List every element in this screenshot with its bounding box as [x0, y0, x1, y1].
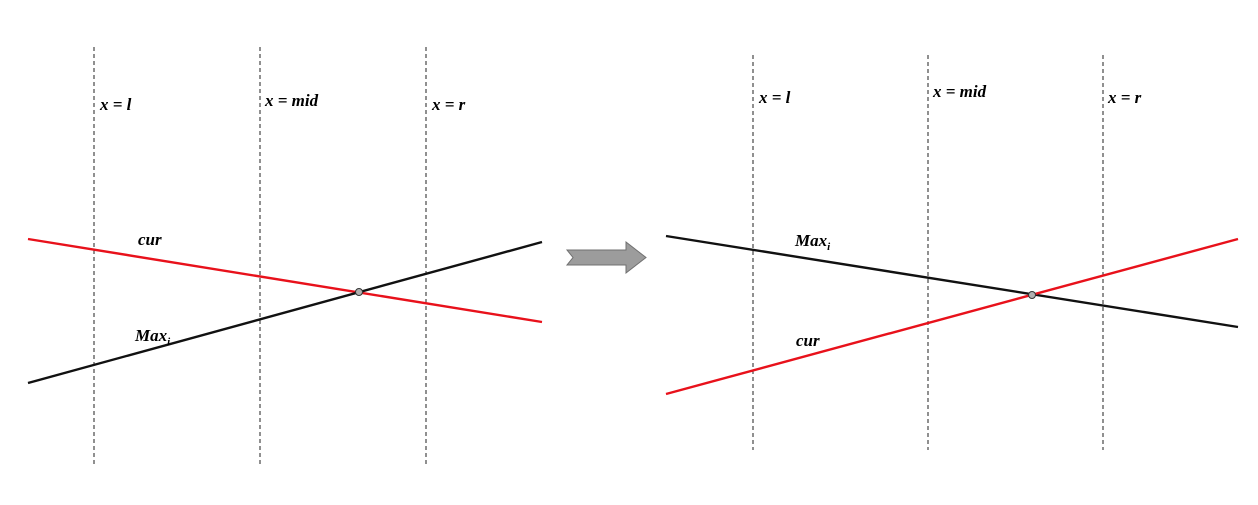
right-black-line-label: Maxi	[794, 231, 831, 253]
right-label-l: x = l	[758, 88, 791, 107]
right-red-line-label: cur	[796, 331, 820, 350]
right-arrow-icon	[565, 240, 647, 275]
right-red-line	[665, 237, 1239, 396]
right-label-r: x = r	[1107, 88, 1142, 107]
left-black-line-label-sub: i	[167, 336, 171, 348]
left-black-line	[27, 240, 543, 385]
left-red-line	[27, 237, 543, 324]
left-black-line-label: Maxi	[134, 326, 171, 348]
left-red-line-label: cur	[138, 230, 162, 249]
left-label-r: x = r	[431, 95, 466, 114]
right-black-line-label-main: Max	[794, 231, 828, 250]
right-black-line-label-sub: i	[827, 241, 831, 253]
left-label-mid: x = mid	[264, 91, 319, 110]
right-panel: x = l x = mid x = r Maxi cur	[665, 55, 1239, 450]
left-panel: x = l x = mid x = r cur Maxi	[27, 47, 543, 467]
right-label-mid: x = mid	[932, 82, 987, 101]
left-black-line-label-main: Max	[134, 326, 168, 345]
right-black-line	[665, 234, 1239, 329]
right-intersection-point	[1028, 291, 1036, 299]
left-intersection-point	[355, 288, 363, 296]
left-label-l: x = l	[99, 95, 132, 114]
